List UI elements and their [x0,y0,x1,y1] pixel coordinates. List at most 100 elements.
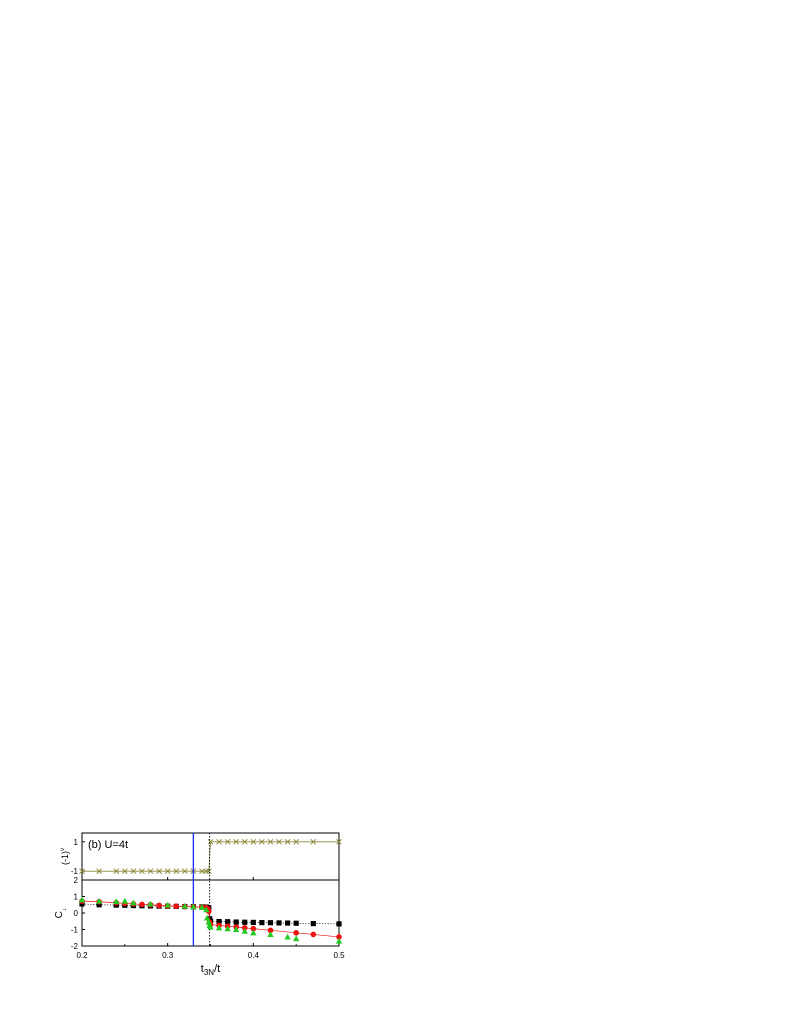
top-point-14 [205,868,212,875]
top-point-19-stroke-b [241,838,248,845]
xtick-label-3: 0.5 [333,951,345,960]
square-point-22 [250,919,256,926]
top-point-1 [96,868,102,875]
top-point-1-stroke-b [96,868,102,875]
top-point-18-stroke-b [233,838,240,845]
top-point-0 [79,868,85,875]
panel-label: (b) U=4t [88,839,128,851]
square-point-21 [242,919,248,925]
square-point-28 [310,920,316,927]
triangle-point-1 [95,897,103,904]
ytick-label-3: 1 [74,893,79,902]
triangle-point-0 [78,896,86,903]
top-point-7-stroke-b [156,868,162,875]
top-point-10-stroke-b [181,868,188,875]
square-point-27 [293,920,299,926]
triangle-point-5 [147,900,154,907]
top-point-26 [310,838,317,845]
top-point-27 [336,838,342,845]
top-point-13 [203,868,210,875]
square-point-1 [96,902,102,908]
top-point-24-stroke-b [284,838,291,845]
triangle-point-2 [113,898,120,905]
top-point-27-stroke-b [336,838,342,845]
ytick-label-2: 0 [74,909,79,918]
top-ytick-label-0: -1 [71,867,79,876]
triangle-point-7 [181,902,188,909]
triangle-point-15 [215,924,223,931]
top-point-24 [284,838,291,845]
circle-point-9 [173,903,180,910]
top-point-16 [216,838,222,845]
triangle-point-3 [121,897,129,904]
triangle-point-4 [130,899,137,906]
top-point-4-stroke-b [130,868,137,875]
top-point-17 [224,838,231,845]
top-point-17-stroke-b [224,838,231,845]
circle-point-5 [139,901,145,908]
top-point-25-stroke-b [293,838,300,845]
x-axis-label: t3N/t [201,963,220,977]
top-point-21 [259,838,265,845]
top-point-22-stroke-b [267,838,274,845]
top-point-10 [181,868,188,875]
top-point-13-stroke-b [203,868,210,875]
circle-point-21 [241,925,248,931]
triangle-point-9 [198,904,206,910]
circle-point-24 [293,930,299,936]
square-point-25 [276,920,282,926]
circle-point-26 [336,934,342,940]
triangle-point-18 [241,927,248,934]
top-point-23 [276,838,282,845]
triangle-point-21 [284,933,291,940]
ytick-label-1: -1 [71,926,79,935]
top-point-15 [207,838,214,845]
top-point-26-stroke-b [310,838,317,845]
circle-point-23 [267,927,274,934]
square-point-23 [259,919,265,926]
xtick-label-0: 0.2 [76,951,88,960]
square-point-29 [336,921,342,927]
top-point-18 [233,838,240,845]
triangle-point-23 [335,937,343,944]
top-point-5-stroke-b [139,868,145,875]
triangle-point-16 [224,925,231,932]
top-point-2 [113,868,120,875]
triangle-point-19 [250,929,257,936]
top-point-0-stroke-b [79,868,85,875]
xtick-label-2: 0.4 [248,951,260,960]
top-point-20 [250,838,257,845]
triangle-point-6 [164,901,171,908]
top-point-6-stroke-b [147,868,154,875]
top-point-15-stroke-b [207,838,214,845]
circle-point-7 [156,902,162,909]
top-point-20-stroke-b [250,838,257,845]
top-point-3 [121,868,128,875]
y-axis-label: C↓ [54,908,68,919]
triangle-point-11 [203,914,211,921]
triangle-point-17 [233,926,240,933]
top-panel-nu-parity: -11(-1)ν(b) U=4t [60,832,342,881]
square-point-20 [233,919,239,925]
top-point-5 [139,868,145,875]
top-series-line-0 [82,841,339,872]
ytick-label-4: 2 [74,876,79,885]
series-triangle [78,896,343,944]
top-point-14-stroke-b [205,868,212,875]
triangle-point-22 [292,935,300,942]
top-point-3-stroke-b [121,868,128,875]
square-point-24 [267,920,274,926]
top-point-2-stroke-b [113,868,120,875]
square-point-26 [285,920,291,926]
top-point-23-stroke-b [276,838,282,845]
triangle-point-8 [190,903,197,910]
top-point-6 [147,868,154,875]
triangle-point-14 [207,923,214,930]
top-y-axis-label: (-1)ν [60,848,70,865]
top-point-19 [241,838,248,845]
triangle-point-12 [205,918,212,925]
top-point-9-stroke-b [173,868,180,875]
top-point-12 [199,868,205,875]
